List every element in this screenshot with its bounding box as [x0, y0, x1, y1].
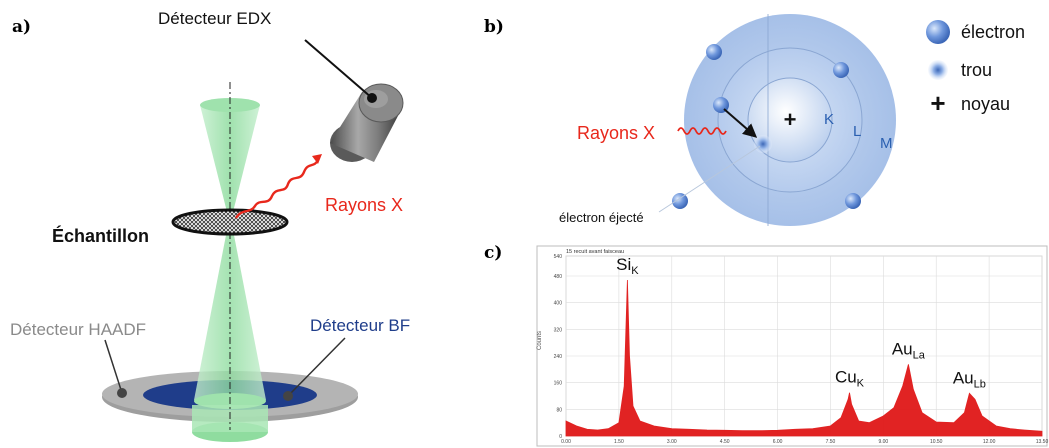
- nucleus-plus: +: [784, 107, 797, 132]
- peak-label-subscript: La: [913, 349, 926, 361]
- y-tick-label: 80: [556, 407, 562, 413]
- x-tick-label: 1.50: [614, 439, 624, 445]
- xrays-label-a: Rayons X: [325, 195, 403, 215]
- legend-electron-icon: [926, 20, 950, 44]
- edx-pointer-dot: [367, 93, 377, 103]
- hole-shell-k: [754, 135, 772, 153]
- ejected-pointer-line: [658, 145, 761, 213]
- shell-m-label: M: [880, 135, 893, 152]
- peak-label: SiK: [616, 255, 639, 277]
- bf-pointer-line: [287, 337, 346, 397]
- y-tick-label: 400: [554, 301, 563, 307]
- bf-pointer-dot: [283, 391, 293, 401]
- legend: électron trou + noyau: [926, 20, 1025, 118]
- edx-pointer-line: [304, 39, 373, 99]
- peak-label-subscript: Lb: [974, 378, 986, 390]
- edx-detector: [330, 83, 404, 162]
- panel-c: c) 15 recuit avant faisceau Counts 0.00 1…: [484, 243, 1049, 447]
- peak-label-element: Si: [616, 255, 631, 274]
- haadf-detector-label: Détecteur HAADF: [10, 320, 146, 339]
- sample-disk: [171, 208, 289, 236]
- y-tick-label: 160: [554, 381, 563, 387]
- legend-hole-label: trou: [961, 60, 992, 80]
- x-tick-label: 9.00: [878, 439, 888, 445]
- spectrum-ylabel: Counts: [537, 331, 543, 350]
- peak-label-subscript: K: [631, 265, 639, 277]
- shell-k-label: K: [824, 111, 834, 128]
- beam-upper-ellipse: [200, 98, 260, 112]
- beam-lower-cone: [194, 230, 266, 400]
- legend-hole-icon: [928, 60, 948, 80]
- bf-detector-label: Détecteur BF: [310, 316, 410, 335]
- spectrum-ticks: 0.00 1.50 3.00 4.50 6.00 7.50 9.00 10.50 12.00 13…: [554, 254, 1049, 445]
- electron-shell-m-bottom: [845, 193, 861, 209]
- x-tick-label: 6.00: [773, 439, 783, 445]
- xray-wave-b: [677, 127, 727, 135]
- spectrum-area: [565, 279, 1043, 437]
- peak-label: AuLa: [892, 339, 926, 361]
- ejected-electron-label: électron éjecté: [559, 210, 644, 225]
- y-tick-label: 540: [554, 254, 563, 260]
- x-tick-label: 10.50: [930, 439, 943, 445]
- x-tick-label: 3.00: [667, 439, 677, 445]
- legend-nucleus-icon: +: [930, 88, 945, 118]
- panel-b: b) + K L M Rayons X électron éjecté élec…: [484, 14, 1025, 226]
- y-tick-label: 320: [554, 327, 563, 333]
- xray-wave-a: [234, 159, 320, 219]
- legend-electron-label: électron: [961, 22, 1025, 42]
- spectrum-grid: [565, 255, 1043, 437]
- y-tick-label: 0: [559, 434, 562, 440]
- transition-arrow: [723, 108, 758, 138]
- x-tick-label: 4.50: [720, 439, 730, 445]
- x-tick-label: 12.00: [983, 439, 996, 445]
- x-tick-label: 0.00: [561, 439, 571, 445]
- peak-label: CuK: [835, 368, 865, 390]
- y-tick-label: 480: [554, 274, 563, 280]
- xrays-label-b: Rayons X: [577, 123, 655, 143]
- sample-label: Échantillon: [52, 225, 149, 246]
- panel-b-letter: b): [484, 17, 504, 37]
- peak-label-subscript: K: [857, 378, 865, 390]
- electron-shell-l: [833, 62, 849, 78]
- peak-label-element: Au: [892, 339, 913, 358]
- y-tick-label: 240: [554, 354, 563, 360]
- xray-arrowhead-a: [312, 154, 322, 164]
- legend-nucleus-label: noyau: [961, 94, 1010, 114]
- x-tick-label: 13.50: [1036, 439, 1049, 445]
- haadf-pointer-dot: [117, 388, 127, 398]
- spectrum-header: 15 recuit avant faisceau: [566, 249, 624, 255]
- haadf-pointer-line: [104, 339, 123, 394]
- panel-a: a) Détecteur ED: [10, 9, 410, 442]
- peak-label-element: Au: [953, 368, 974, 387]
- panel-a-letter: a): [12, 17, 31, 37]
- edx-detector-label: Détecteur EDX: [158, 9, 271, 28]
- electron-ejected: [672, 193, 688, 209]
- peak-label: AuLb: [953, 368, 986, 390]
- panel-c-letter: c): [484, 243, 502, 263]
- x-tick-label: 7.50: [826, 439, 836, 445]
- shell-l-label: L: [853, 123, 861, 140]
- peak-label-element: Cu: [835, 368, 857, 387]
- electron-shell-m-top: [706, 44, 722, 60]
- spectrum-series: [565, 279, 1043, 437]
